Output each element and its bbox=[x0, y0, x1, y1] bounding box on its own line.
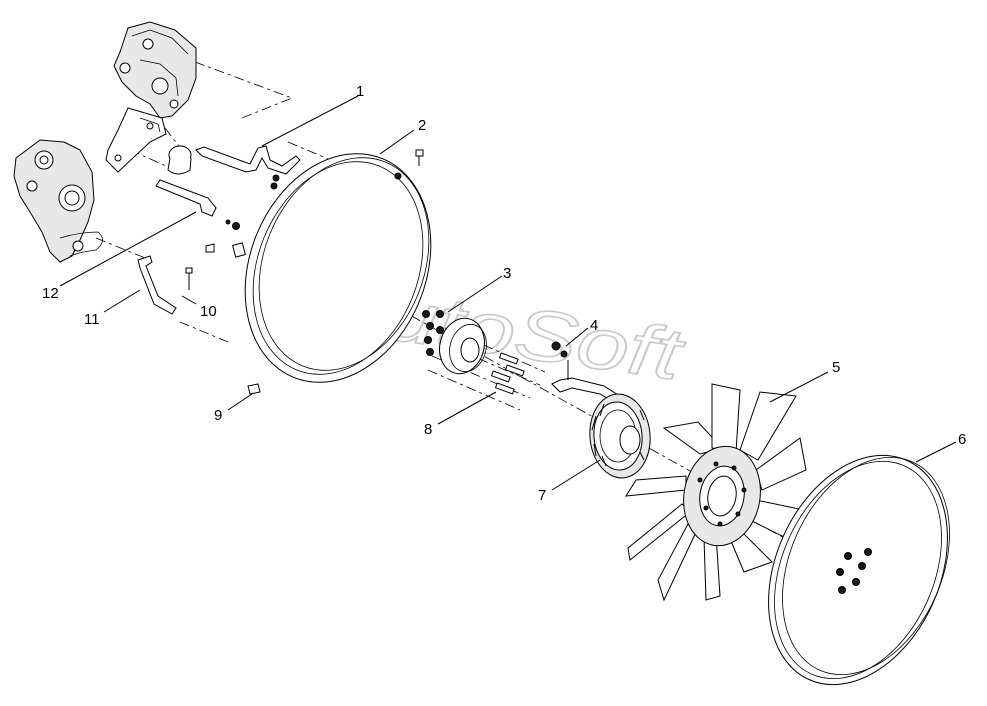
callout-12: 12 bbox=[42, 285, 59, 302]
shroud-bolt bbox=[247, 383, 261, 395]
callout-10: 10 bbox=[200, 303, 217, 320]
hub-studs bbox=[490, 352, 525, 395]
callout-3: 3 bbox=[503, 265, 511, 282]
fan-shroud-ring bbox=[244, 153, 432, 383]
small-bolt bbox=[185, 267, 193, 290]
mounting-strap bbox=[155, 179, 240, 230]
pump-housing bbox=[13, 139, 103, 263]
fan-ring bbox=[768, 454, 950, 686]
callout-6: 6 bbox=[958, 431, 966, 448]
callout-9: 9 bbox=[214, 407, 222, 424]
callout-2: 2 bbox=[418, 117, 426, 134]
support-bracket bbox=[195, 145, 301, 190]
leader-lines bbox=[59, 95, 957, 491]
hub-flange bbox=[422, 310, 487, 375]
angled-bracket bbox=[137, 255, 177, 315]
sleeve-collar bbox=[167, 145, 192, 175]
callout-11: 11 bbox=[84, 311, 100, 328]
fan-blade-assembly bbox=[625, 383, 807, 602]
callout-1: 1 bbox=[356, 83, 364, 100]
upper-mounting-bracket bbox=[113, 21, 197, 119]
ring-bolts bbox=[205, 149, 424, 258]
fan-clutch bbox=[589, 393, 651, 479]
spacer-bracket-plate bbox=[105, 107, 167, 173]
callout-5: 5 bbox=[832, 359, 840, 376]
callout-8: 8 bbox=[424, 421, 432, 438]
callout-4: 4 bbox=[590, 317, 598, 334]
callout-labels: 1 2 3 4 5 6 7 8 9 10 11 12 bbox=[42, 83, 966, 504]
callout-7: 7 bbox=[538, 487, 546, 504]
